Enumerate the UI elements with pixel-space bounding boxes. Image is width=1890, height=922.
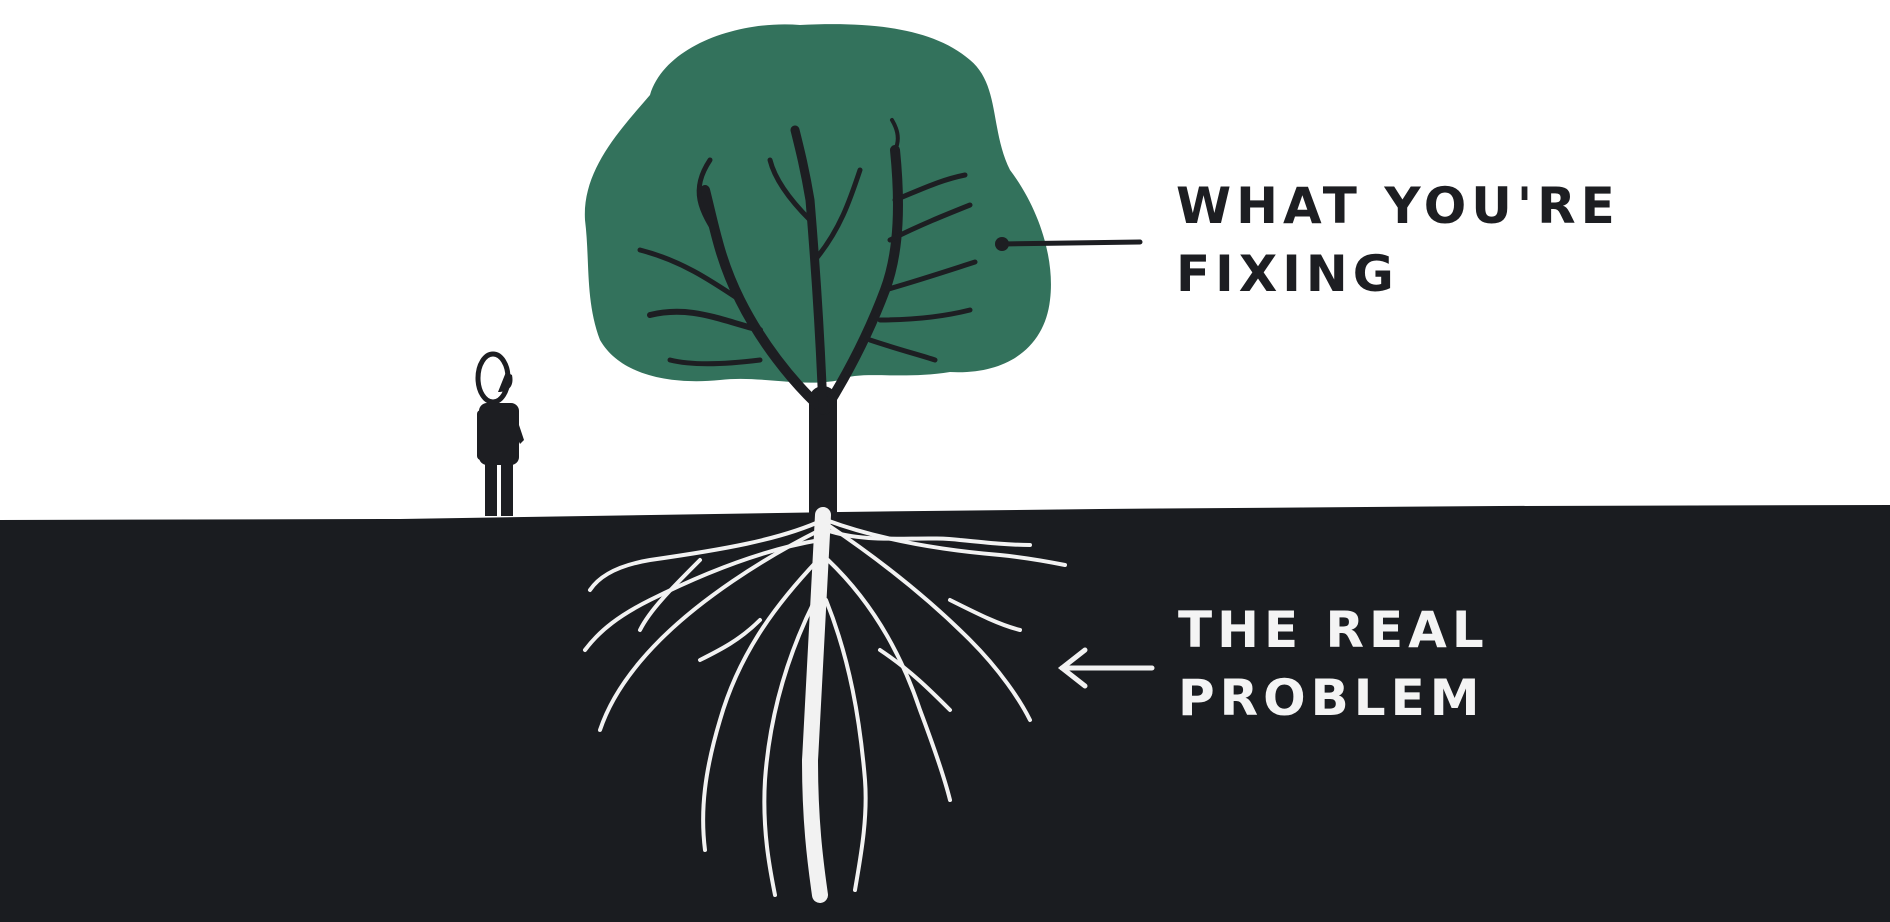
- label-the-real-problem: THE REAL PROBLEM: [1178, 596, 1489, 732]
- label-line: THE REAL: [1178, 601, 1489, 659]
- tree-roots: [583, 507, 1067, 903]
- label-line: FIXING: [1176, 245, 1399, 303]
- label-line: PROBLEM: [1178, 669, 1485, 727]
- ground: [0, 505, 1890, 922]
- callout-pointer-canopy: [995, 237, 1143, 251]
- tree-canopy: [584, 24, 1051, 383]
- arrow-left-icon: [1057, 647, 1155, 689]
- tree-trunk-branches: [637, 118, 978, 529]
- person-figure: [475, 351, 524, 516]
- label-what-youre-fixing: WHAT YOU'RE FIXING: [1176, 172, 1620, 308]
- label-line: WHAT YOU'RE: [1176, 177, 1620, 235]
